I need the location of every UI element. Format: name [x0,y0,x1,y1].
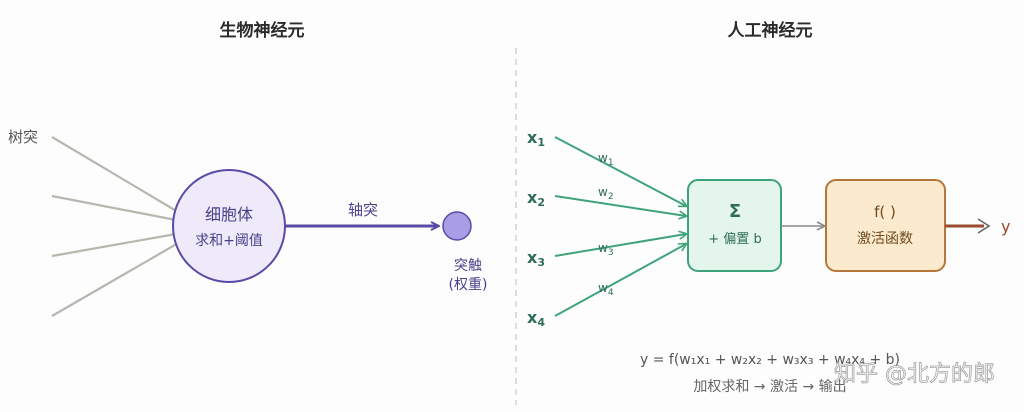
synapse-sublabel: (权重) [449,277,488,293]
weight-label: w1 [598,151,614,168]
dendrite-line [51,241,181,317]
formula: y = f(w₁x₁ + w₂x₂ + w₃x₃ + w₄x₄ + b) [640,352,900,368]
dendrite-line [51,194,177,222]
activation-node [825,179,946,272]
weight-label: w4 [598,281,614,298]
cell-body-label: 细胞体 [205,205,253,224]
input-connections [554,136,686,317]
weight-labels: w1 w2 w3 w4 [598,151,614,298]
weight-label: w2 [598,185,614,202]
activation-label: 激活函数 [857,230,913,247]
weight-label: w3 [598,241,614,258]
input-arrow [554,195,686,216]
cell-body-sublabel: 求和+阈值 [195,233,263,249]
pipeline-caption: 加权求和 → 激活 → 输出 [693,378,846,395]
input-label: x2 [527,188,545,209]
bias-label: + 偏置 b [708,232,761,247]
dendrite-label: 树突 [8,128,38,146]
watermark-text: 知乎 @北方的郎 [834,362,995,387]
dendrite-line [51,232,177,258]
summation-node [687,179,782,272]
output-label: y [1001,217,1010,236]
cell-body [172,169,286,283]
bio-neuron-title: 生物神经元 [220,20,305,41]
input-labels: x1 x2 x3 x4 [527,128,545,329]
output-arrowhead [977,218,991,234]
dendrite-line [51,136,179,213]
synapse [442,211,472,241]
axon-label: 轴突 [348,201,378,219]
artificial-neuron-title: 人工神经元 [728,20,813,41]
input-label: x4 [527,308,545,329]
dendrites [51,136,181,317]
input-arrow [554,234,686,257]
input-arrow [554,244,686,317]
activation-symbol: f( ) [874,203,896,221]
synapse-label: 突触 [454,258,482,274]
sigma-symbol: Σ [729,201,741,222]
input-arrow [554,136,686,206]
input-label: x1 [527,128,545,149]
input-label: x3 [527,248,545,269]
